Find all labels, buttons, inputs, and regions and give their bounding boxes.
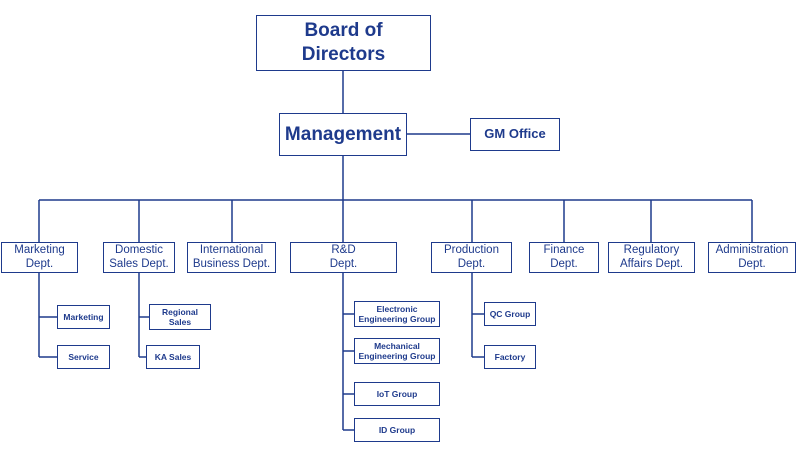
dept-domestic-sales: Domestic Sales Dept. <box>103 242 175 273</box>
group-qc: QC Group <box>484 302 536 326</box>
dept-regulatory-affairs: Regulatory Affairs Dept. <box>608 242 695 273</box>
group-service: Service <box>57 345 110 369</box>
group-electronic-engineering: Electronic Engineering Group <box>354 301 440 327</box>
dept-administration: Administration Dept. <box>708 242 796 273</box>
dept-rnd: R&D Dept. <box>290 242 397 273</box>
management-box: Management <box>279 113 407 156</box>
group-id: ID Group <box>354 418 440 442</box>
group-mechanical-engineering: Mechanical Engineering Group <box>354 338 440 364</box>
group-factory: Factory <box>484 345 536 369</box>
group-ka-sales: KA Sales <box>146 345 200 369</box>
group-marketing: Marketing <box>57 305 110 329</box>
dept-finance: Finance Dept. <box>529 242 599 273</box>
group-regional-sales: Regional Sales <box>149 304 211 330</box>
gm-office-box: GM Office <box>470 118 560 151</box>
group-iot: IoT Group <box>354 382 440 406</box>
board-of-directors-box: Board of Directors <box>256 15 431 71</box>
dept-production: Production Dept. <box>431 242 512 273</box>
dept-international-business: International Business Dept. <box>187 242 276 273</box>
dept-marketing: Marketing Dept. <box>1 242 78 273</box>
